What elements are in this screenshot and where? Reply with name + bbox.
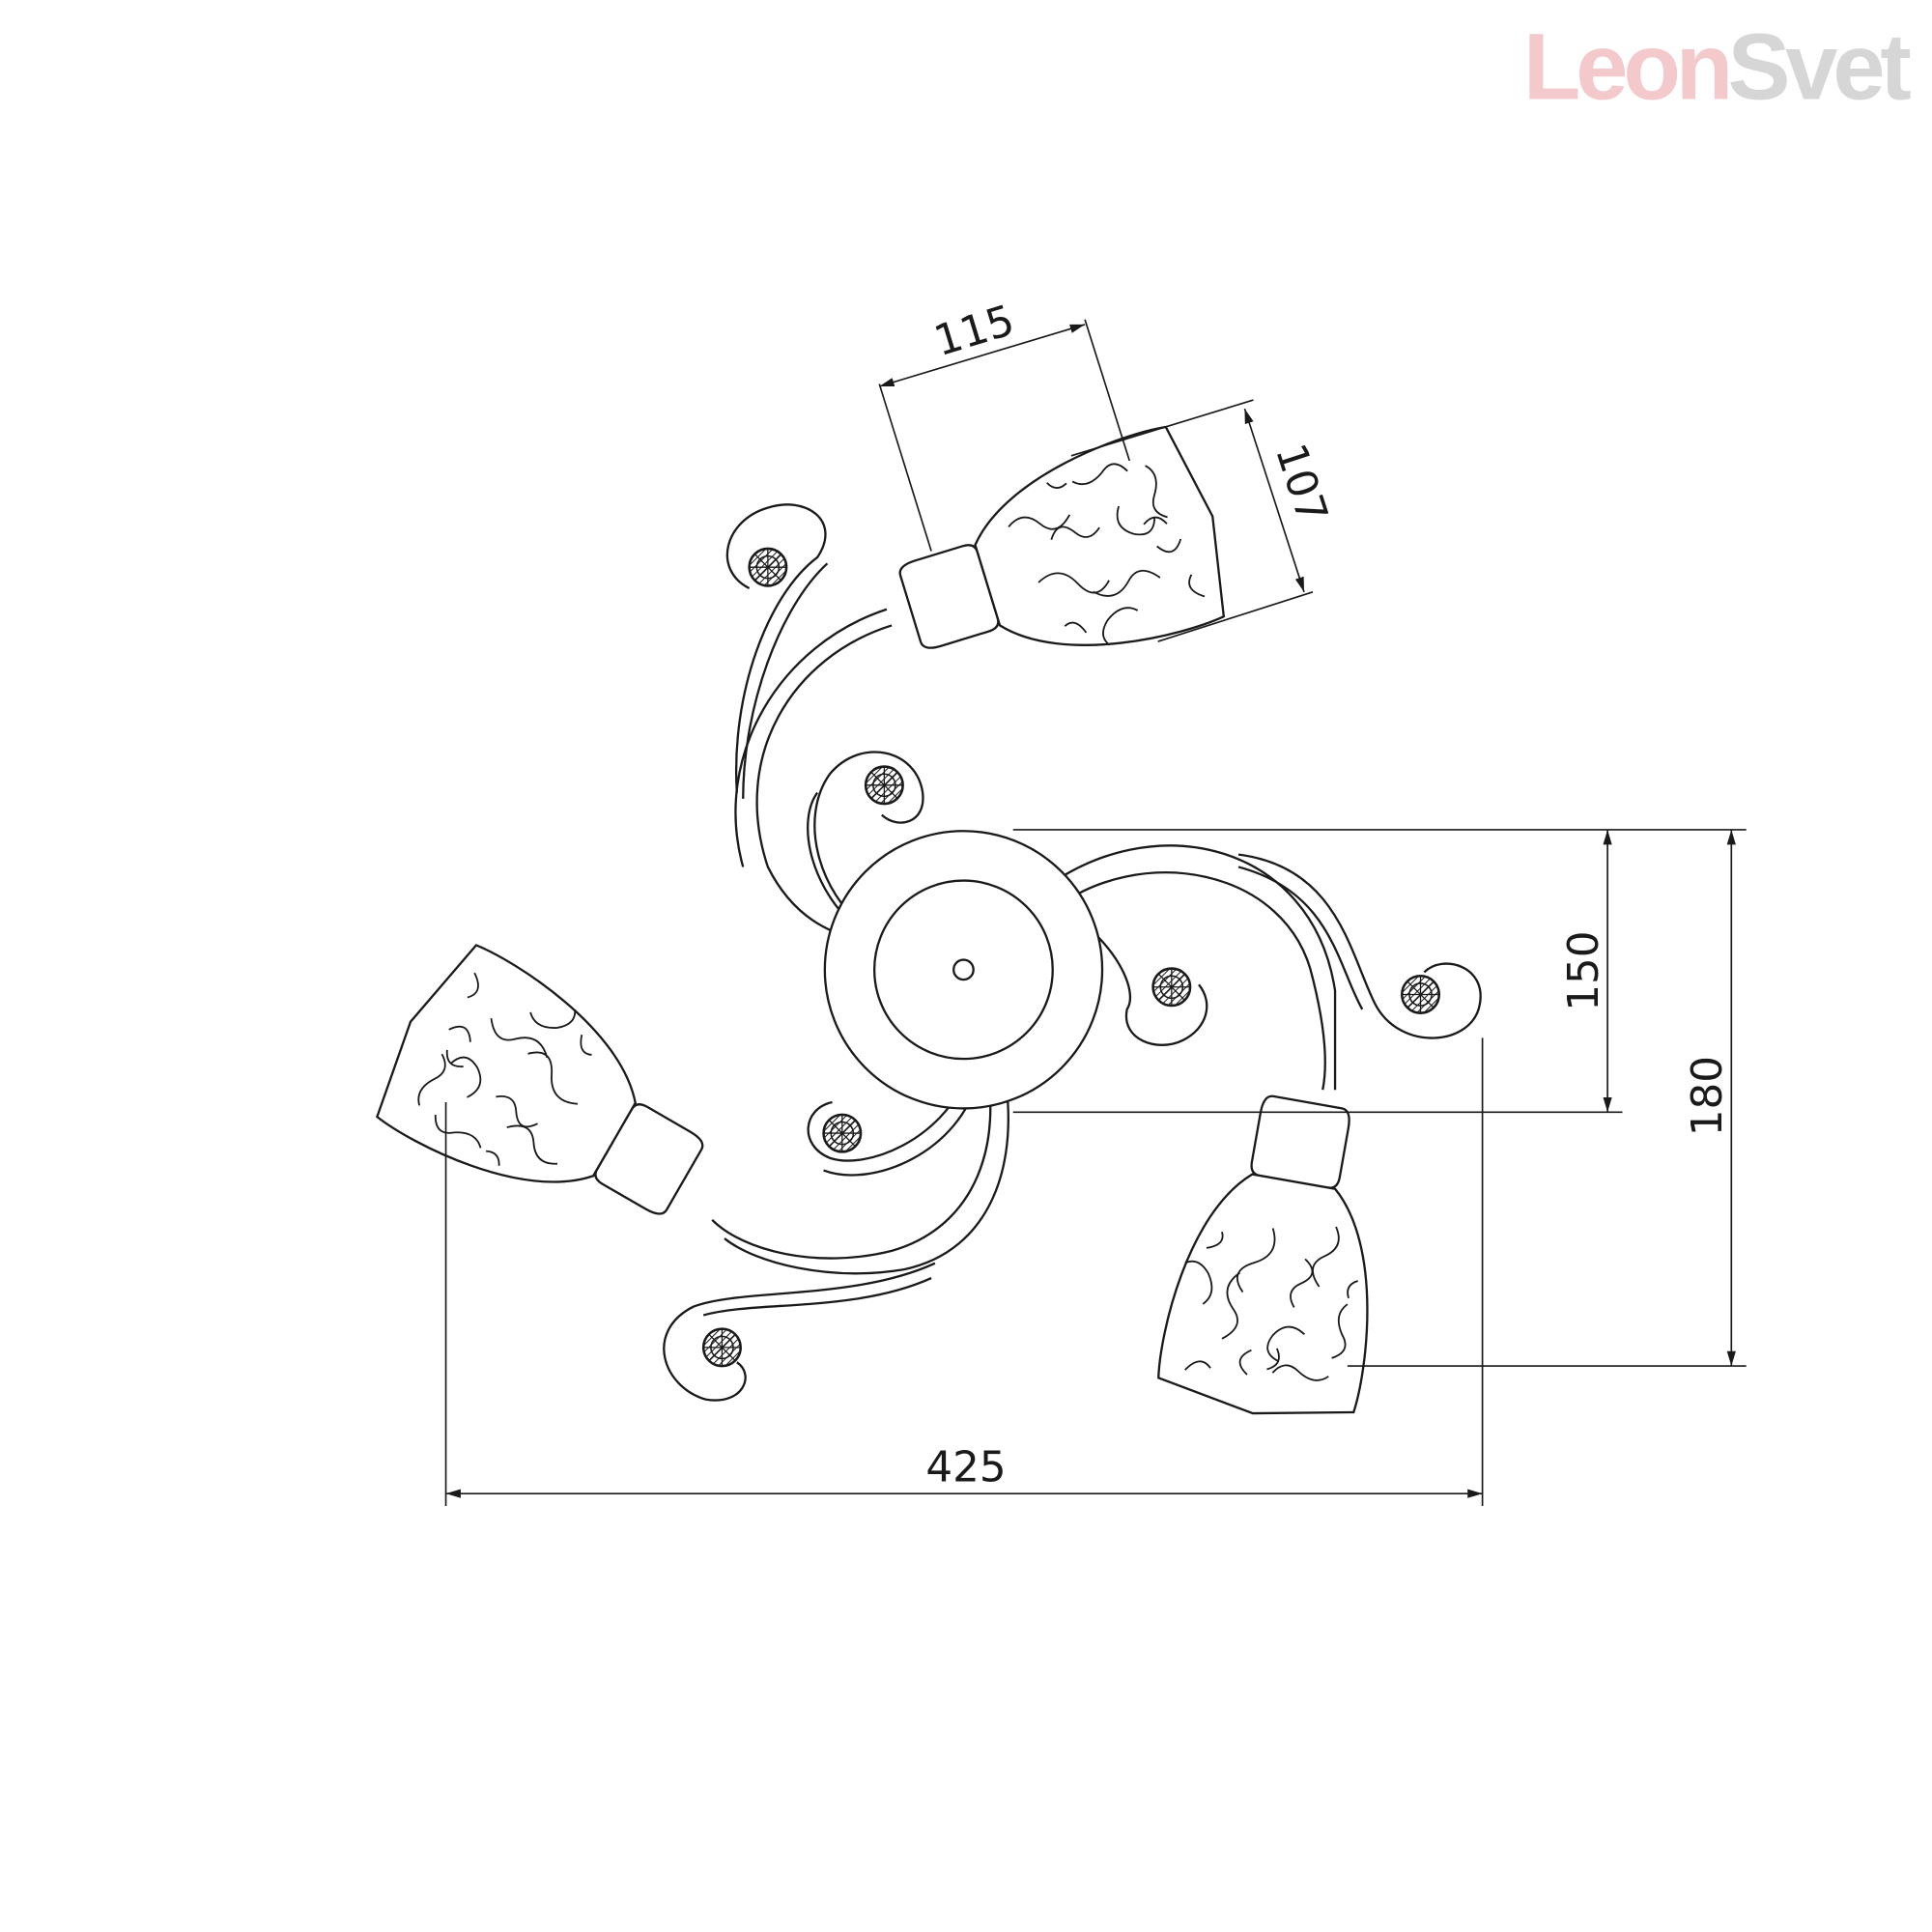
dimensions: 115 107 150 180 425	[444, 297, 1747, 1506]
logo-leon: Leon	[1523, 14, 1728, 120]
dim-shade-length: 115	[929, 297, 1020, 366]
crystal	[1151, 967, 1192, 1008]
arm-right	[1052, 871, 1326, 1091]
dim-total-width: 425	[925, 1443, 1006, 1492]
chandelier	[358, 418, 1482, 1433]
crystal	[1401, 974, 1441, 1014]
logo-svet: Svet	[1727, 14, 1911, 120]
shade-top	[879, 418, 1243, 707]
crystal	[822, 1113, 863, 1153]
arm-top	[755, 624, 893, 943]
crystal	[701, 1327, 742, 1368]
dim-body-height: 150	[1560, 931, 1608, 1011]
dim-shade-diameter: 107	[1265, 439, 1336, 530]
canopy-center	[952, 958, 975, 981]
leon-svet-logo: Leon Svet	[1523, 14, 1917, 120]
arm-left	[711, 1058, 992, 1260]
crystal	[748, 547, 788, 587]
shade-left	[358, 932, 736, 1268]
crystal	[864, 765, 904, 806]
shade-right	[1151, 1083, 1408, 1433]
dim-total-height: 180	[1684, 1056, 1732, 1136]
